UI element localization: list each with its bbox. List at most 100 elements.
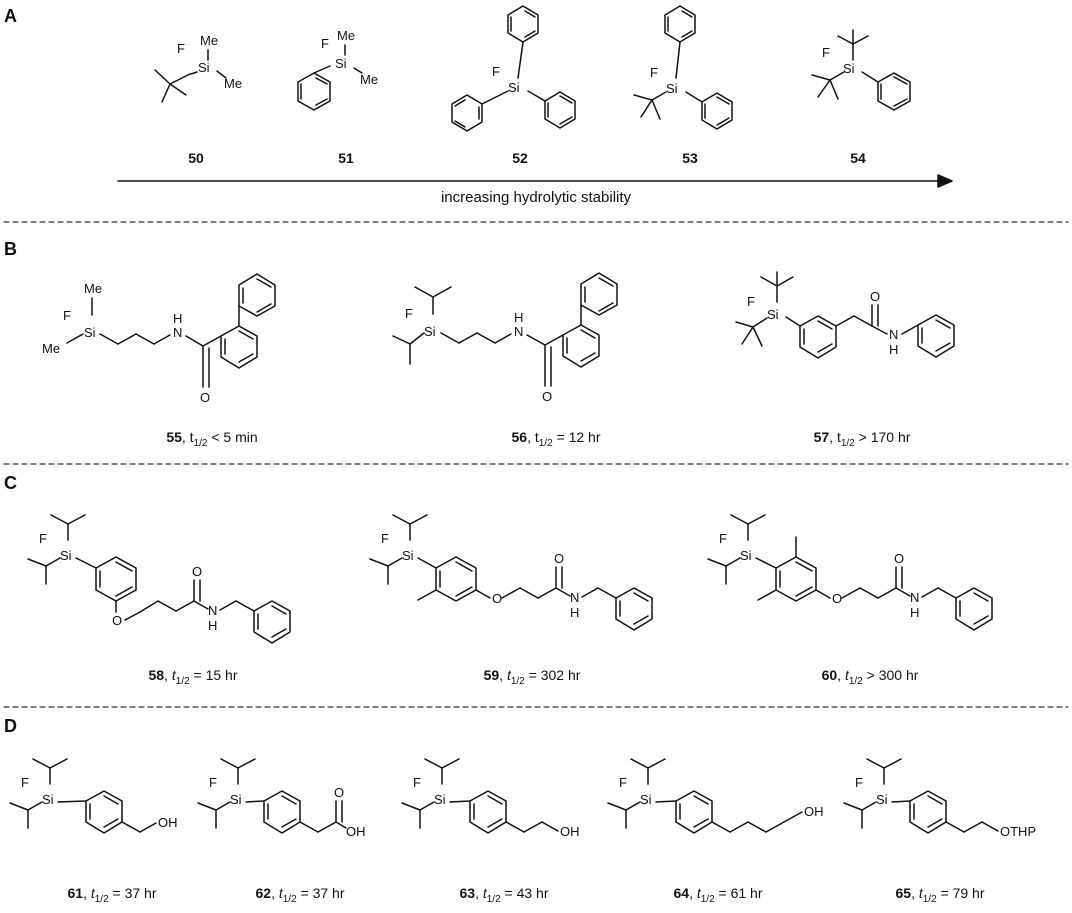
atom-si: Si (508, 80, 520, 95)
atom-f: F (405, 306, 413, 321)
structure-58: F Si O O N H (27, 514, 291, 644)
atom-o: O (200, 390, 210, 405)
panel-label-d: D (4, 716, 17, 736)
caption-55: 55, t1/2 < 5 min (166, 429, 257, 449)
structure-51: F Si Me Me (297, 28, 378, 111)
caption-57: 57, t1/2 > 170 hr (814, 429, 911, 449)
atom-n: N (910, 590, 919, 605)
atom-o: O (334, 785, 344, 800)
stability-arrow-label: increasing hydrolytic stability (441, 189, 632, 206)
atom-oh: OH (560, 824, 580, 839)
atom-me: Me (360, 72, 378, 87)
svg-text:53: 53 (682, 150, 698, 166)
structure-50: F Si Me Me (154, 33, 242, 103)
atom-si: Si (640, 792, 652, 807)
stability-arrow-head (937, 174, 953, 188)
atom-si: Si (402, 548, 414, 563)
svg-text:54: 54 (850, 150, 866, 166)
atom-n: N (514, 324, 523, 339)
atom-o: O (192, 564, 202, 579)
atom-h: H (889, 342, 898, 357)
compound-number-53: 53 (682, 150, 698, 166)
atom-f: F (209, 775, 217, 790)
atom-f: F (413, 775, 421, 790)
caption-64: 64, t1/2 = 61 hr (673, 885, 762, 905)
atom-f: F (381, 531, 389, 546)
atom-f: F (321, 36, 329, 51)
atom-o: O (112, 613, 122, 628)
atom-me: Me (84, 281, 102, 296)
structure-53: F Si (633, 5, 733, 130)
atom-f: F (719, 531, 727, 546)
caption-59: 59, t1/2 = 302 hr (484, 667, 581, 687)
atom-h: H (910, 605, 919, 620)
compound-number-50: 50 (188, 150, 204, 166)
structure-57: F Si O N H (735, 271, 955, 359)
atom-f: F (747, 294, 755, 309)
atom-me: Me (224, 76, 242, 91)
atom-si: Si (434, 792, 446, 807)
svg-text:51: 51 (338, 150, 354, 166)
atom-f: F (63, 308, 71, 323)
atom-n: N (173, 325, 182, 340)
atom-f: F (492, 64, 500, 79)
structure-54: F Si (811, 29, 911, 111)
caption-58: 58, t1/2 = 15 hr (148, 667, 237, 687)
structure-56: F Si N H O (392, 272, 618, 404)
atom-o: O (492, 591, 502, 606)
structure-62: F Si O OH (197, 758, 366, 839)
caption-56: 56, t1/2 = 12 hr (511, 429, 600, 449)
atom-oh: OH (346, 824, 366, 839)
atom-f: F (619, 775, 627, 790)
atom-si: Si (84, 325, 96, 340)
atom-si: Si (335, 56, 347, 71)
atom-o: O (832, 591, 842, 606)
atom-oh: OH (158, 815, 178, 830)
atom-h: H (173, 311, 182, 326)
atom-si: Si (424, 324, 436, 339)
compound-number-54: 54 (850, 150, 866, 166)
atom-si: Si (767, 307, 779, 322)
svg-text:50: 50 (188, 150, 204, 166)
atom-h: H (514, 310, 523, 325)
caption-61: 61, t1/2 = 37 hr (67, 885, 156, 905)
atom-si: Si (198, 60, 210, 75)
structure-64: F Si OH (607, 758, 824, 834)
atom-si: Si (60, 548, 72, 563)
atom-oh: OH (804, 804, 824, 819)
caption-63: 63, t1/2 = 43 hr (459, 885, 548, 905)
panel-label-b: B (4, 239, 17, 259)
atom-n: N (889, 327, 898, 342)
atom-n: N (570, 590, 579, 605)
atom-f: F (650, 65, 658, 80)
svg-text:52: 52 (512, 150, 528, 166)
atom-f: F (21, 775, 29, 790)
panel-label-c: C (4, 473, 17, 493)
atom-o: O (894, 551, 904, 566)
atom-h: H (570, 605, 579, 620)
caption-62: 62, t1/2 = 37 hr (255, 885, 344, 905)
structure-61: F Si OH (9, 758, 178, 834)
atom-me: Me (337, 28, 355, 43)
atom-f: F (822, 45, 830, 60)
caption-60: 60, t1/2 > 300 hr (822, 667, 919, 687)
atom-o: O (870, 289, 880, 304)
atom-si: Si (876, 792, 888, 807)
panel-label-a: A (4, 6, 17, 26)
atom-si: Si (230, 792, 242, 807)
atom-si: Si (42, 792, 54, 807)
atom-me: Me (42, 341, 60, 356)
structure-60: F Si O O N H (707, 514, 993, 631)
structure-59: F Si O O N H (369, 514, 653, 631)
atom-f: F (855, 775, 863, 790)
compound-number-52: 52 (512, 150, 528, 166)
atom-n: N (208, 603, 217, 618)
atom-h: H (208, 618, 217, 633)
atom-me: Me (200, 33, 218, 48)
structure-63: F Si OH (401, 758, 580, 839)
atom-f: F (177, 41, 185, 56)
structure-52: F Si (451, 5, 576, 132)
compound-number-51: 51 (338, 150, 354, 166)
atom-si: Si (740, 548, 752, 563)
